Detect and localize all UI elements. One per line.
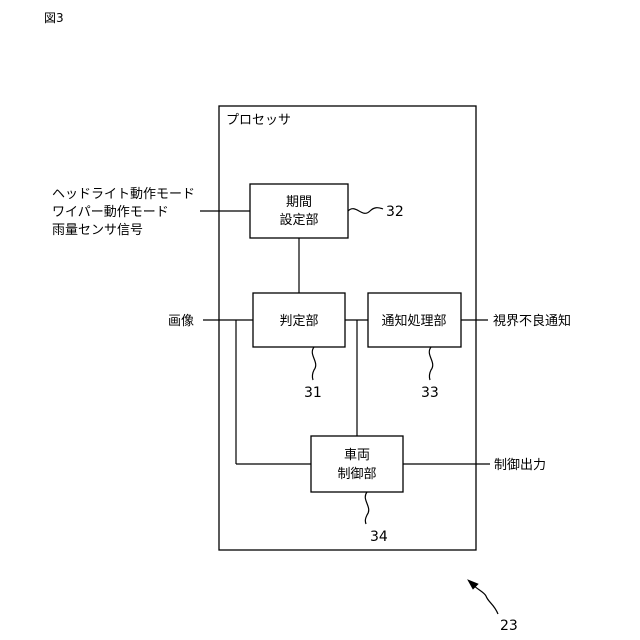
period-setting-label-line1: 期間 xyxy=(286,195,312,210)
input-headlight-mode: ヘッドライト動作モード xyxy=(52,187,195,202)
ref-23: 23 xyxy=(500,618,518,634)
vehicle-control-box xyxy=(311,436,403,492)
period-setting-box xyxy=(250,184,348,238)
output-control: 制御出力 xyxy=(494,458,546,473)
output-visibility-notice: 視界不良通知 xyxy=(493,313,571,329)
judgment-label: 判定部 xyxy=(279,314,318,329)
input-wiper-mode: ワイパー動作モード xyxy=(52,205,169,220)
period-setting-label-line2: 設定部 xyxy=(279,212,318,228)
ref-33: 33 xyxy=(421,385,439,401)
vehicle-control-label-line2: 制御部 xyxy=(337,467,376,482)
ref-23-leader xyxy=(472,584,498,614)
ref-31: 31 xyxy=(304,385,322,401)
ref-34: 34 xyxy=(370,529,388,545)
vehicle-control-label-line1: 車両 xyxy=(344,448,370,463)
ref-32: 32 xyxy=(386,204,404,220)
figure-label: 図3 xyxy=(44,11,64,25)
notification-label: 通知処理部 xyxy=(381,313,446,329)
input-rain-sensor: 雨量センサ信号 xyxy=(52,223,143,238)
input-image: 画像 xyxy=(168,314,194,329)
processor-label: プロセッサ xyxy=(226,113,291,128)
